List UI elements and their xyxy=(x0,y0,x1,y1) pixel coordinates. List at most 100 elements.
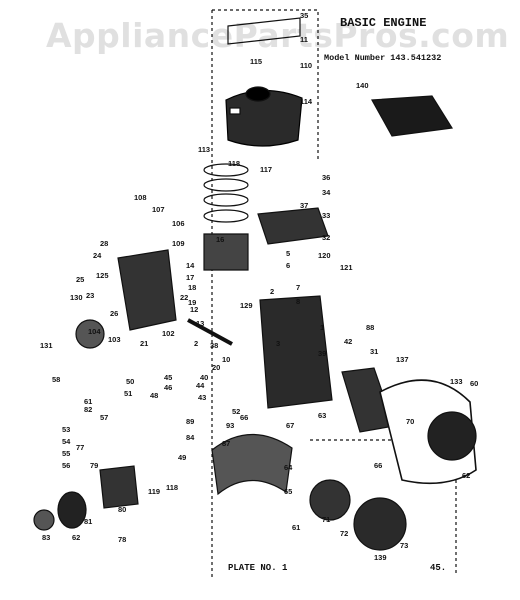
piston-shape xyxy=(203,233,249,271)
cover-boss-shape xyxy=(245,86,271,102)
engine-block-shape xyxy=(259,295,333,409)
piston-ring-shape xyxy=(203,209,249,223)
part-label: 72 xyxy=(340,529,348,538)
fan-shape xyxy=(75,319,105,349)
part-label: 23 xyxy=(86,291,94,300)
part-label: 107 xyxy=(152,205,165,214)
part-label: 7 xyxy=(296,283,300,292)
part-label: 45 xyxy=(164,373,172,382)
part-number-labels: 3511110115114140113118117363437333210810… xyxy=(40,11,478,562)
part-label: 61 xyxy=(84,397,92,406)
carburetor-part-shape xyxy=(99,465,139,509)
part-label: 34 xyxy=(322,188,331,197)
part-label: 119 xyxy=(148,487,160,496)
part-label: 63 xyxy=(318,411,326,420)
model-number: Model Number 143.541232 xyxy=(324,53,442,63)
part-label: 38 xyxy=(210,341,218,350)
part-label: 88 xyxy=(366,323,374,332)
part-label: 110 xyxy=(300,61,312,70)
part-label: 81 xyxy=(84,517,92,526)
part-label: 8 xyxy=(296,297,300,306)
watermark: AppliancePartsPros.com xyxy=(46,16,510,55)
part-label: 18 xyxy=(188,283,196,292)
part-label: 2 xyxy=(270,287,274,296)
part-label: 6 xyxy=(286,261,290,270)
filter-shape xyxy=(33,509,55,531)
part-label: 108 xyxy=(134,193,147,202)
manual-book-shape xyxy=(371,95,454,137)
part-label: 31 xyxy=(370,347,378,356)
part-label: 82 xyxy=(84,405,92,414)
part-label: 79 xyxy=(90,461,98,470)
part-label: 80 xyxy=(118,505,126,514)
part-label: 78 xyxy=(118,535,126,544)
diagram-title: BASIC ENGINE xyxy=(340,16,427,30)
part-label: 84 xyxy=(186,433,195,442)
part-label: 133 xyxy=(450,377,463,386)
part-label: 67 xyxy=(286,421,294,430)
part-label: 115 xyxy=(250,57,262,66)
top-bracket-shape xyxy=(227,17,301,45)
part-label: 32 xyxy=(322,233,330,242)
part-label: 131 xyxy=(40,341,53,350)
part-label: 55 xyxy=(62,449,70,458)
part-label: 19 xyxy=(188,298,196,307)
part-label: 121 xyxy=(340,263,353,272)
part-label: 73 xyxy=(400,541,408,550)
part-label: 21 xyxy=(140,339,148,348)
part-label: 22 xyxy=(180,293,188,302)
part-label: 87 xyxy=(222,439,230,448)
part-label: 24 xyxy=(93,251,102,260)
part-label: 71 xyxy=(322,515,330,524)
part-label: 139 xyxy=(374,553,387,562)
part-label: 28 xyxy=(100,239,108,248)
part-label: 16 xyxy=(216,235,224,244)
part-label: 102 xyxy=(162,329,175,338)
part-label: 118 xyxy=(166,483,178,492)
piston-ring-shape xyxy=(203,178,249,192)
part-label: 20 xyxy=(212,363,220,372)
piston-ring-shape xyxy=(203,163,249,177)
part-label: 89 xyxy=(186,417,194,426)
part-label: 3 xyxy=(276,339,280,348)
part-label: 17 xyxy=(186,273,194,282)
part-label: 43 xyxy=(198,393,206,402)
part-label: 106 xyxy=(172,219,185,228)
part-label: 26 xyxy=(110,309,118,318)
part-label: 77 xyxy=(76,443,84,452)
part-label: 103 xyxy=(108,335,121,344)
part-label: 46 xyxy=(164,383,172,392)
part-label: 11 xyxy=(300,35,308,44)
part-label: 58 xyxy=(52,375,60,384)
part-label: 56 xyxy=(62,461,70,470)
part-label: 37 xyxy=(300,201,308,210)
part-label: 52 xyxy=(232,407,240,416)
crankshaft-shape xyxy=(187,318,233,346)
float-bowl-shape xyxy=(57,491,87,529)
part-label: 42 xyxy=(344,337,352,346)
part-label: 83 xyxy=(42,533,50,542)
starter-pulley-shape xyxy=(309,479,351,521)
part-label: 13 xyxy=(196,319,204,328)
plate-number: PLATE NO. 1 xyxy=(228,563,288,573)
part-label: 114 xyxy=(300,97,313,106)
part-label: 65 xyxy=(284,487,292,496)
crankcase-cover-shape xyxy=(117,249,177,331)
part-label: 14 xyxy=(186,261,195,270)
part-label: 54 xyxy=(62,437,71,446)
blower-opening-shape xyxy=(427,411,477,461)
part-label: 35 xyxy=(300,11,308,20)
part-label: 62 xyxy=(72,533,80,542)
part-label: 140 xyxy=(356,81,369,90)
cylinder-head-shape xyxy=(257,207,329,245)
part-label: 137 xyxy=(396,355,409,364)
part-label: 129 xyxy=(240,301,253,310)
part-label: 5 xyxy=(286,249,290,258)
part-label: 60 xyxy=(470,379,478,388)
dashed-guide-line xyxy=(212,9,319,160)
part-label: 36 xyxy=(322,173,330,182)
part-label: 39 xyxy=(318,349,326,358)
part-label: 25 xyxy=(76,275,84,284)
part-label: 66 xyxy=(240,413,248,422)
part-label: 40 xyxy=(200,373,208,382)
